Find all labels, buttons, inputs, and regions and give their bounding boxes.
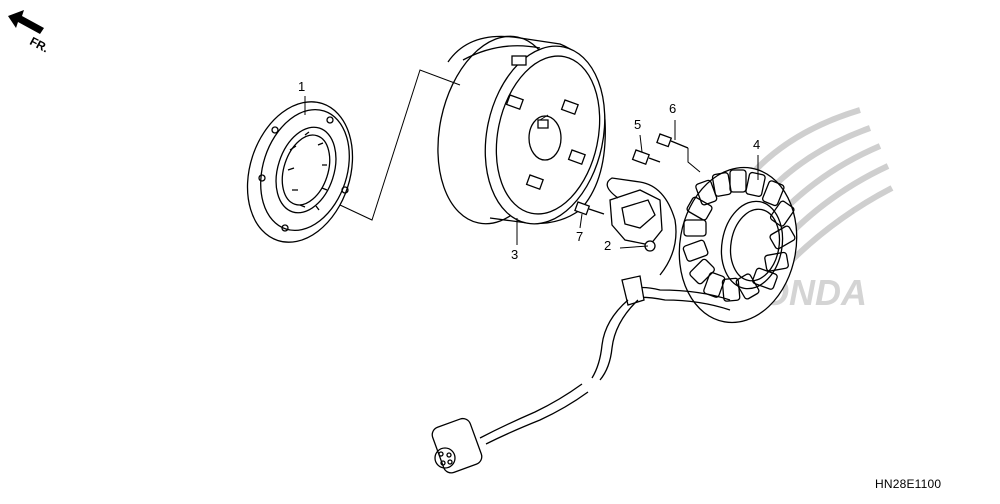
bolt-part-5 [631,149,661,166]
starter-clutch-part-1 [246,101,354,243]
callout-6: 6 [669,101,677,116]
callout-5: 5 [634,117,642,132]
front-direction-arrow-icon [8,10,44,34]
callout-4: 4 [753,137,761,152]
bolt-part-6 [656,133,689,149]
callout-1: 1 [298,79,306,94]
stator-part-4 [678,166,798,324]
pulser-coil-part-2 [606,177,677,276]
flywheel-rotor-part-3 [437,35,606,225]
wire-harness [431,275,731,474]
leader-lines [304,69,759,249]
callout-7: 7 [576,229,584,244]
callout-2: 2 [604,238,612,253]
diagram-code: HN28E1100 [875,477,942,491]
bolt-part-7 [574,201,605,216]
callout-3: 3 [511,247,519,262]
